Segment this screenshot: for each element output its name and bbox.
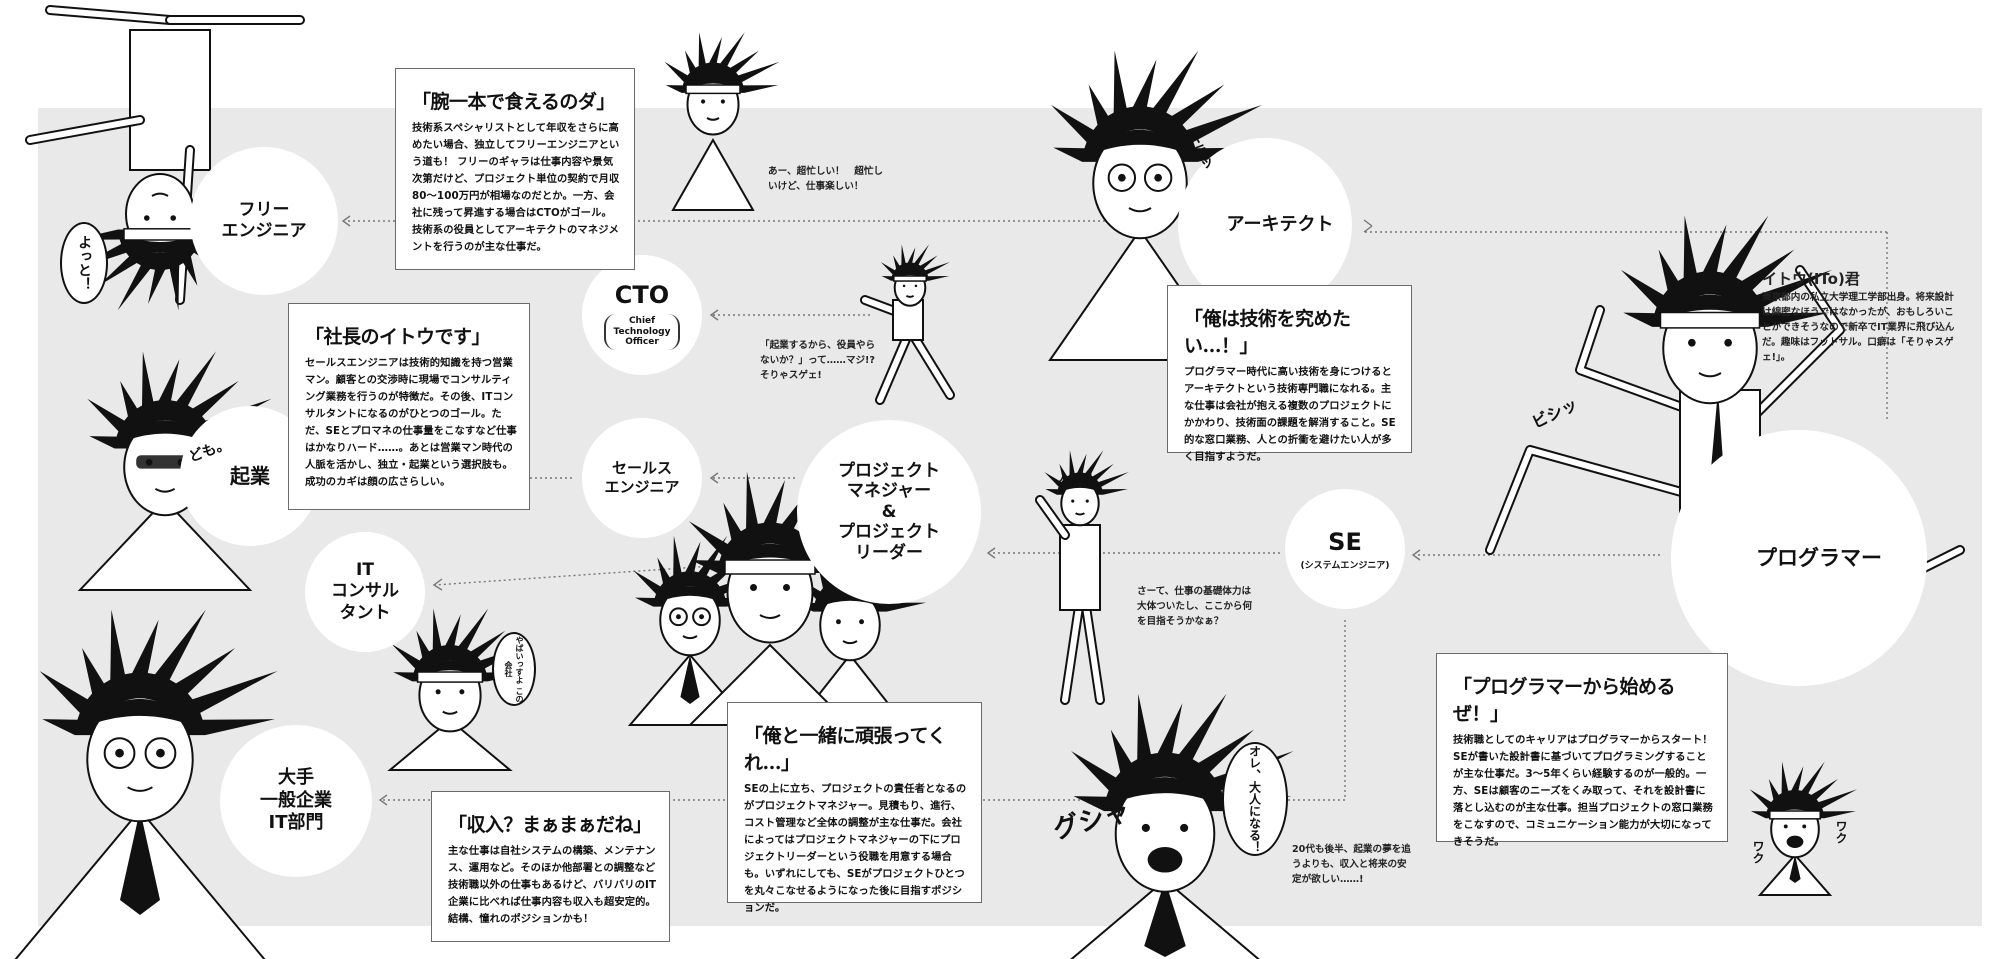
desc-body: SEの上に立ち、プロジェクトの責任者となるのがプロジェクトマネジャー。見積もり、… bbox=[744, 783, 967, 914]
node-sublabel: Chief Technology Officer bbox=[603, 314, 681, 350]
node-it-consultant: IT コンサル タント bbox=[305, 532, 425, 652]
desc-architect: 「俺は技術を究めたい…！」プログラマー時代に高い技術を身につけるとアーキテクトと… bbox=[1167, 285, 1412, 463]
node-sales-engineer: セールス エンジニア bbox=[582, 418, 702, 538]
character-cto-illustration bbox=[855, 244, 960, 405]
node-label: アーキテクト bbox=[1226, 213, 1334, 235]
profile-body: 東京都内の私立大学理工学部出身。将来設計は綿密なほうではなかったが、おもしろいこ… bbox=[1762, 292, 1955, 363]
node-se: SE (システムエンジニア) bbox=[1285, 489, 1405, 609]
figure-drawing bbox=[14, 609, 278, 959]
desc-sales-engineer: 「社長のイトウです」セールスエンジニアは技術的知識を持つ営業マン。顧客との交渉時… bbox=[288, 303, 530, 510]
note-busy: あー、超忙しい！ 超忙しいけど、仕事楽しい！ bbox=[768, 166, 884, 192]
note-se-thinking: さーて、仕事の基礎体力は大体ついたし、ここから何を目指そうかなぁ？ bbox=[1137, 586, 1253, 627]
node-label: 起業 bbox=[230, 463, 270, 488]
node-label: セールス エンジニア bbox=[604, 459, 680, 496]
desc-body: 主な仕事は自社システムの構築、メンテナンス、運用など。そのほか他部署との調整など… bbox=[448, 845, 657, 925]
node-sublabel: (システムエンジニア) bbox=[1300, 560, 1390, 571]
profile-name: イトウ(ITo)君 bbox=[1762, 270, 1860, 288]
character-busy-illustration bbox=[664, 32, 780, 211]
note-stability: 20代も後半、起業の夢を追うよりも、収入と将来の安定が欲しい……! bbox=[1292, 844, 1411, 885]
sfx-waku-left: ワク bbox=[1751, 840, 1765, 864]
speech-bubble-yotto: よっと！ bbox=[60, 222, 108, 304]
node-label: CTO bbox=[614, 281, 670, 310]
node-cto: CTO Chief Technology Officer bbox=[582, 255, 702, 375]
character-se-illustration bbox=[1030, 450, 1130, 710]
desc-body: 技術職としてのキャリアはプログラマーからスタート！ SEが書いた設計書に基づいて… bbox=[1453, 734, 1713, 848]
speech-bubble-yabai: やばいっすよ この会社 bbox=[492, 632, 536, 706]
node-programmer: プログラマー bbox=[1671, 430, 1927, 686]
node-label: SE bbox=[1328, 527, 1362, 556]
figure-drawing bbox=[25, 5, 305, 311]
desc-title: 「社長のイトウです」 bbox=[305, 326, 491, 348]
note-cto-offer: 「起業するから、役員やらないか？」って……マジ!? そりゃスゲェ! bbox=[760, 340, 876, 381]
desc-title: 「俺は技術を究めたい…！」 bbox=[1184, 308, 1351, 357]
desc-it-department: 「収入？まぁまぁだね」主な仕事は自社システムの構築、メンテナンス、運用など。その… bbox=[431, 791, 670, 942]
character-profile: イトウ(ITo)君 東京都内の私立大学理工学部出身。将来設計は綿密なほうではなか… bbox=[1762, 272, 1962, 365]
desc-title: 「プログラマーから始めるぜ！」 bbox=[1453, 676, 1676, 725]
node-label: プログラマー bbox=[1756, 545, 1882, 570]
node-label: プロジェクト マネジャー & プロジェクト リーダー bbox=[838, 461, 940, 563]
desc-title: 「俺と一緒に頑張ってくれ…」 bbox=[744, 725, 946, 774]
desc-programmer: 「プログラマーから始めるぜ！」技術職としてのキャリアはプログラマーからスタート！… bbox=[1436, 653, 1728, 848]
node-it-department: 大手 一般企業 IT部門 bbox=[220, 725, 372, 877]
desc-body: 技術系スペシャリストとして年収をさらに高めたい場合、独立してフリーエンジニアとい… bbox=[412, 122, 620, 253]
character-handstand-illustration bbox=[10, 0, 330, 320]
character-it-department-illustration bbox=[14, 609, 278, 959]
sfx-waku-right: ワク bbox=[1834, 820, 1848, 844]
desc-title: 「収入？まぁまぁだね」 bbox=[448, 814, 652, 836]
character-excited-illustration bbox=[1740, 761, 1858, 896]
node-project-manager: プロジェクト マネジャー & プロジェクト リーダー bbox=[797, 420, 981, 604]
figure-drawing bbox=[1749, 761, 1858, 896]
desc-body: セールスエンジニアは技術的知識を持つ営業マン。顧客との交渉時に現場でコンサルティ… bbox=[305, 357, 517, 488]
node-architect: アーキテクト bbox=[1178, 138, 1352, 312]
desc-title: 「腕一本で食えるのダ」 bbox=[412, 91, 615, 113]
desc-body: プログラマー時代に高い技術を身につけるとアーキテクトという技術専門職になれる。主… bbox=[1184, 366, 1396, 463]
figure-drawing bbox=[1035, 450, 1129, 705]
speech-bubble-otona: オレ、大人になる！ bbox=[1222, 742, 1288, 856]
node-label: 大手 一般企業 IT部門 bbox=[260, 767, 332, 834]
figure-drawing bbox=[860, 244, 955, 405]
node-label: IT コンサル タント bbox=[331, 560, 399, 623]
node-label: フリー エンジニア bbox=[221, 199, 307, 241]
desc-project-manager: 「俺と一緒に頑張ってくれ…」 SEの上に立ち、プロジェクトの責任者となるのがプロジ… bbox=[727, 702, 982, 914]
node-free-engineer: フリー エンジニア bbox=[190, 147, 338, 295]
figure-drawing bbox=[664, 32, 780, 211]
desc-free-engineer: 「腕一本で食えるのダ」技術系スペシャリストとして年収をさらに高めたい場合、独立し… bbox=[395, 68, 635, 270]
